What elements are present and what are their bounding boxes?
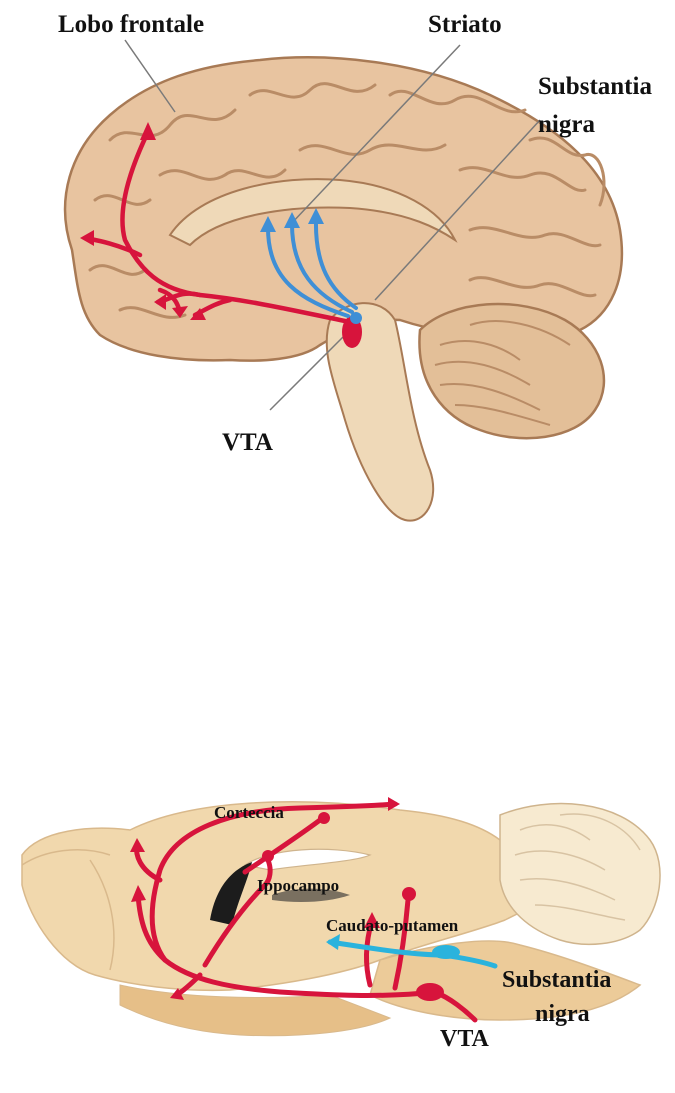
substantia-nigra-nucleus	[350, 312, 362, 324]
rat-ventral-base	[120, 985, 390, 1036]
rat-cerebellum	[500, 804, 660, 945]
human-brain-diagram: Lobo frontale Striato Substantia nigra V…	[0, 0, 675, 560]
label-rat-substantia-nigra-line2: nigra	[535, 1002, 590, 1027]
label-vta: VTA	[222, 430, 273, 456]
label-rat-vta: VTA	[440, 1027, 489, 1052]
rat-substantia-nigra-nucleus	[432, 945, 460, 959]
label-caudate-putamen: Caudato-putamen	[326, 917, 458, 935]
rat-brain-diagram: Corteccia Ippocampo Caudato-putamen Subs…	[0, 770, 675, 1093]
label-substantia-nigra-line2: nigra	[538, 112, 595, 138]
label-striatum: Striato	[428, 12, 502, 38]
label-substantia-nigra-line1: Substantia	[538, 74, 652, 100]
label-frontal-lobe: Lobo frontale	[58, 12, 204, 38]
label-rat-substantia-nigra-line1: Substantia	[502, 968, 611, 993]
label-hippocampus: Ippocampo	[257, 877, 339, 895]
rat-vta-nucleus	[416, 983, 444, 1001]
label-cortex: Corteccia	[214, 804, 284, 822]
